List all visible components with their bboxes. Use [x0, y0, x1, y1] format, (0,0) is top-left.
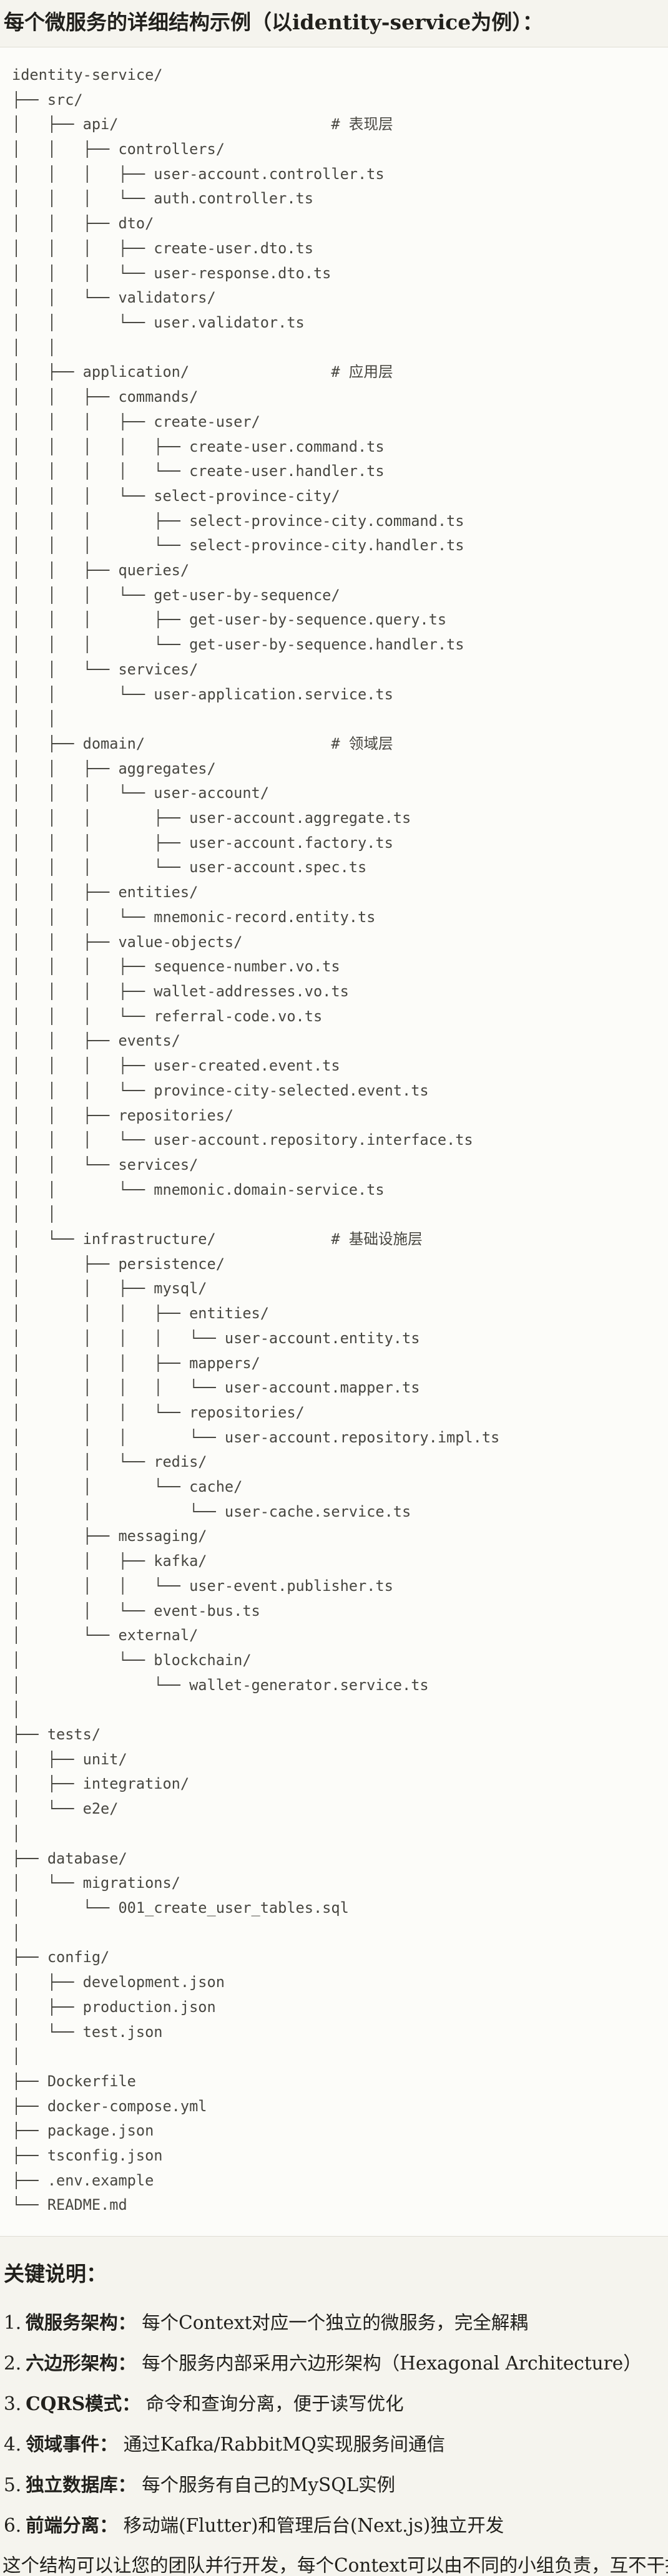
note-term: 独立数据库：: [26, 2474, 137, 2496]
note-desc: 每个Context对应一个独立的微服务，完全解耦: [142, 2312, 528, 2334]
note-item: 4.领域事件：通过Kafka/RabbitMQ实现服务间通信: [4, 2434, 666, 2455]
directory-tree: identity-service/ ├── src/ │ ├── api/ # …: [12, 66, 500, 2214]
notes-list: 1.微服务架构：每个Context对应一个独立的微服务，完全解耦 2.六边形架构：…: [2, 2312, 666, 2536]
note-item: 6.前端分离：移动端(Flutter)和管理后台(Next.js)独立开发: [4, 2515, 666, 2536]
note-item: 2.六边形架构：每个服务内部采用六边形架构（Hexagonal Architec…: [4, 2353, 666, 2374]
code-block: identity-service/ ├── src/ │ ├── api/ # …: [0, 46, 668, 2237]
note-desc: 通过Kafka/RabbitMQ实现服务间通信: [123, 2434, 446, 2456]
note-desc: 每个服务内部采用六边形架构（Hexagonal Architecture）: [142, 2353, 642, 2374]
note-number: 5.: [4, 2474, 22, 2496]
note-number: 2.: [4, 2353, 22, 2374]
notes-heading: 关键说明：: [4, 2262, 107, 2287]
page-title: 每个微服务的详细结构示例（以identity-service为例）：: [4, 10, 543, 34]
note-desc: 命令和查询分离，便于读写优化: [145, 2393, 404, 2415]
note-term: 六边形架构：: [26, 2352, 137, 2374]
note-number: 6.: [4, 2515, 22, 2537]
note-item: 5.独立数据库：每个服务有自己的MySQL实例: [4, 2474, 666, 2496]
note-item: 3.CQRS模式：命令和查询分离，便于读写优化: [4, 2393, 666, 2414]
note-term: 微服务架构：: [26, 2311, 137, 2334]
note-desc: 每个服务有自己的MySQL实例: [142, 2474, 396, 2496]
note-term: 前端分离：: [26, 2514, 118, 2537]
closing-paragraph: 这个结构可以让您的团队并行开发，每个Context可以由不同的小组负责，互不干扰…: [2, 2555, 668, 2576]
note-item: 1.微服务架构：每个Context对应一个独立的微服务，完全解耦: [4, 2312, 666, 2333]
note-number: 4.: [4, 2434, 22, 2456]
note-desc: 移动端(Flutter)和管理后台(Next.js)独立开发: [123, 2515, 504, 2537]
note-term: CQRS模式：: [26, 2393, 140, 2415]
note-number: 1.: [4, 2312, 22, 2334]
note-number: 3.: [4, 2393, 22, 2415]
note-term: 领域事件：: [26, 2433, 118, 2456]
